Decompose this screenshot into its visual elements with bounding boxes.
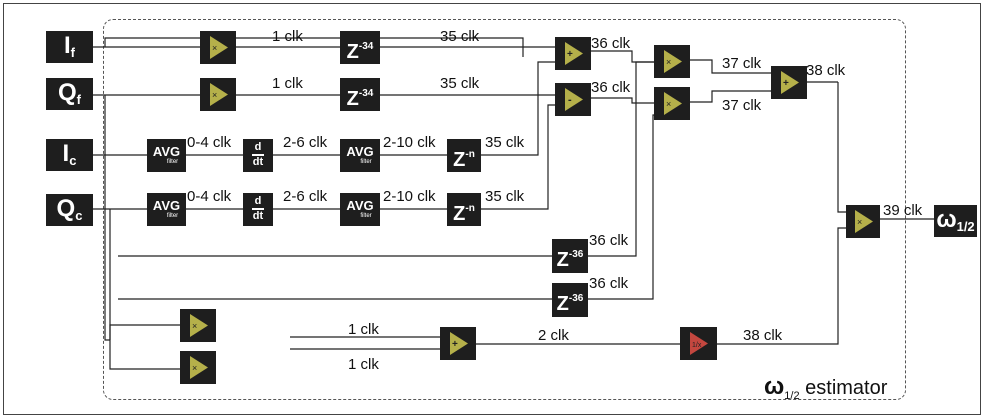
label-36clk-sub: 36 clk: [591, 79, 631, 96]
delay-zn-qc: Z-n: [447, 193, 481, 226]
input-if: If: [46, 31, 93, 63]
multiplier-2b: ×: [654, 87, 690, 120]
label-39clk: 39 clk: [883, 202, 923, 219]
reciprocal-block: 1/x: [680, 327, 717, 360]
svg-text:×: ×: [192, 363, 197, 373]
figure-border: [3, 3, 981, 415]
label-35clk-if: 35 clk: [440, 28, 480, 45]
adder-mid: +: [771, 66, 807, 99]
delay-z36-bottom: Z-36: [552, 283, 588, 317]
multiplier-final: ×: [846, 205, 880, 238]
label-1clk-bottom-a: 1 clk: [348, 321, 379, 338]
output-omega: ω1/2: [934, 205, 977, 237]
input-ic: Ic: [46, 139, 93, 171]
delay-z34-bottom: Z-34: [340, 78, 380, 111]
label-04clk-qc: 0-4 clk: [187, 188, 232, 205]
label-35clk-qf: 35 clk: [440, 75, 480, 92]
svg-text:+: +: [567, 49, 573, 60]
svg-text:×: ×: [666, 99, 671, 109]
label-210clk-ic: 2-10 clk: [383, 134, 436, 151]
label-37clk-b: 37 clk: [722, 97, 762, 114]
estimator-title: ω1/2 estimator: [764, 373, 888, 402]
label-36clk-z1: 36 clk: [589, 232, 629, 249]
label-38clk-adder: 38 clk: [806, 62, 846, 79]
multiplier-2a: ×: [654, 45, 690, 78]
svg-text:×: ×: [192, 321, 197, 331]
svg-text:×: ×: [666, 57, 671, 67]
label-35clk-qc: 35 clk: [485, 188, 525, 205]
svg-text:×: ×: [212, 43, 217, 53]
label-26clk-qc: 2-6 clk: [283, 188, 328, 205]
delay-zn-ic: Z-n: [447, 139, 481, 172]
input-qc: Qc: [46, 194, 93, 226]
label-38clk-recip: 38 clk: [743, 327, 783, 344]
delay-z36-top: Z-36: [552, 239, 588, 273]
label-1clk-qf: 1 clk: [272, 75, 303, 92]
multiplier-bottom-1: ×: [180, 309, 216, 342]
svg-text:-: -: [568, 94, 572, 106]
svg-text:+: +: [452, 339, 458, 350]
input-qf: Qf: [46, 78, 93, 110]
label-210clk-qc: 2-10 clk: [383, 188, 436, 205]
label-2clk: 2 clk: [538, 327, 569, 344]
svg-text:+: +: [783, 78, 789, 89]
label-1clk-if: 1 clk: [272, 28, 303, 45]
label-26clk-ic: 2-6 clk: [283, 134, 328, 151]
multiplier-if: ×: [200, 31, 236, 64]
label-04clk-ic: 0-4 clk: [187, 134, 232, 151]
adder-bottom: +: [440, 327, 476, 360]
svg-text:×: ×: [212, 90, 217, 100]
label-36clk-add: 36 clk: [591, 35, 631, 52]
delay-z34-top: Z-34: [340, 31, 380, 64]
label-37clk-a: 37 clk: [722, 55, 762, 72]
adder-top: +: [555, 37, 591, 70]
multiplier-qf: ×: [200, 78, 236, 111]
subtractor: -: [555, 83, 591, 116]
multiplier-bottom-2: ×: [180, 351, 216, 384]
svg-text:1/x: 1/x: [692, 342, 702, 349]
label-1clk-bottom-b: 1 clk: [348, 356, 379, 373]
label-36clk-z2: 36 clk: [589, 275, 629, 292]
svg-text:×: ×: [857, 217, 862, 227]
label-35clk-ic: 35 clk: [485, 134, 525, 151]
